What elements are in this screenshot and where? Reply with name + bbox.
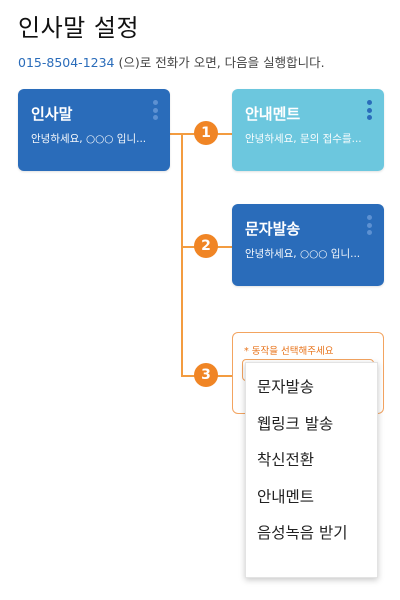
action-card-2[interactable]: 문자발송 안녕하세요, ○○○ 입니... (232, 204, 384, 286)
dropdown-option-voice-record[interactable]: 음성녹음 받기 (257, 524, 348, 542)
more-menu-icon[interactable] (150, 100, 160, 120)
step-badge-3: 3 (194, 363, 218, 387)
action-card-2-title: 문자발송 (245, 220, 301, 238)
action-card-1[interactable]: 안내멘트 안녕하세요, 문의 접수를... (232, 89, 384, 171)
greeting-card-title: 인사말 (31, 105, 73, 123)
more-menu-icon[interactable] (364, 215, 374, 235)
dropdown-option-weblink[interactable]: 웹링크 발송 (257, 414, 334, 433)
dropdown-option-announcement[interactable]: 안내멘트 (257, 487, 315, 506)
greeting-card-desc: 안녕하세요, ○○○ 입니... (31, 133, 147, 145)
step-badge-2: 2 (194, 234, 218, 258)
action-card-2-desc: 안녕하세요, ○○○ 입니... (245, 248, 361, 260)
more-menu-icon[interactable] (364, 100, 374, 120)
connector-vertical (181, 133, 183, 376)
action-dropdown-menu: 문자발송 웹링크 발송 착신전환 안내멘트 음성녹음 받기 (245, 362, 378, 578)
action-card-1-title: 안내멘트 (245, 105, 301, 123)
subtitle-text: (으)로 전화가 오면, 다음을 실행합니다. (114, 55, 325, 70)
step-badge-1: 1 (194, 121, 218, 145)
action-select-hint: * 동작을 선택해주세요 (244, 346, 334, 357)
dropdown-option-forward[interactable]: 착신전환 (257, 451, 315, 469)
greeting-card[interactable]: 인사말 안녕하세요, ○○○ 입니... (18, 89, 170, 171)
page-title: 인사말 설정 (18, 14, 140, 42)
phone-number: 015-8504-1234 (18, 55, 115, 70)
action-card-1-desc: 안녕하세요, 문의 접수를... (245, 133, 362, 145)
dropdown-option-sms[interactable]: 문자발송 (257, 378, 315, 396)
page-subtitle: 015-8504-1234 (으)로 전화가 오면, 다음을 실행합니다. (18, 52, 325, 71)
